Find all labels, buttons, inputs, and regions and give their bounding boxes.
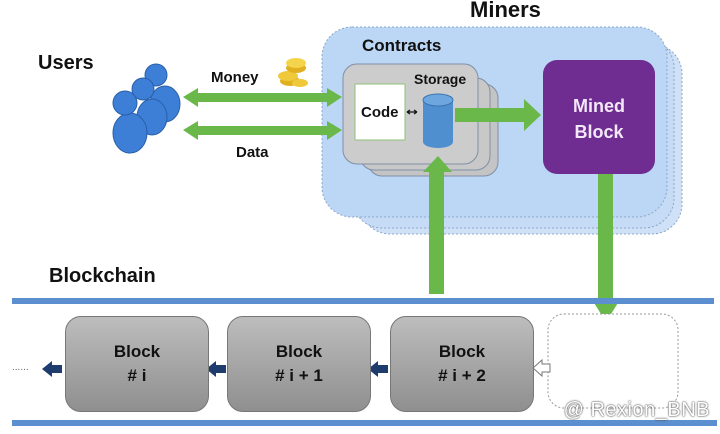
storage-label: Storage [414, 71, 467, 87]
code-box [354, 83, 406, 141]
money-label: Money [211, 69, 259, 86]
users-title: Users [38, 52, 94, 74]
code-label: Code [361, 104, 399, 121]
mined-block [543, 60, 655, 174]
data-label: Data [236, 144, 269, 161]
block-i-plus-1: Block # i + 1 [227, 316, 371, 412]
data-arrow [183, 121, 342, 140]
blockchain-title: Blockchain [49, 265, 156, 287]
block-label: Block [113, 342, 161, 361]
pending-block-slot [547, 313, 679, 409]
block-label: Block [438, 342, 486, 361]
chain-arrow-0 [42, 361, 62, 377]
money-arrow [183, 88, 342, 107]
chain-arrow-2 [368, 361, 388, 377]
block-i-plus-2: Block # i + 2 [390, 316, 534, 412]
block-number: # i [127, 366, 147, 385]
block-number: # i + 2 [438, 366, 486, 385]
users-icon [112, 63, 181, 154]
code-storage-arrow [406, 109, 418, 115]
contracts-label: Contracts [362, 36, 442, 55]
block-number: # i + 1 [275, 366, 323, 385]
storage-cylinder-icon [422, 93, 454, 148]
watermark: @ Rexion_BNB [563, 399, 710, 421]
chain-arrow-1 [206, 361, 226, 377]
mined-block-line1: Mined [573, 96, 625, 116]
mined-block-label: Mined Block [543, 93, 655, 145]
chain-ellipsis: ...... [12, 362, 29, 373]
chain-bottom-line [12, 420, 717, 426]
chain-to-storage-arrow [423, 156, 452, 294]
pending-link-arrow [532, 358, 551, 378]
mined-block-line2: Block [574, 122, 624, 142]
block-i: Block # i [65, 316, 209, 412]
block-label: Block [275, 342, 323, 361]
storage-to-block-arrow [455, 99, 541, 131]
coins-icon [278, 58, 308, 87]
miners-title: Miners [470, 0, 541, 22]
chain-top-line [12, 298, 714, 304]
